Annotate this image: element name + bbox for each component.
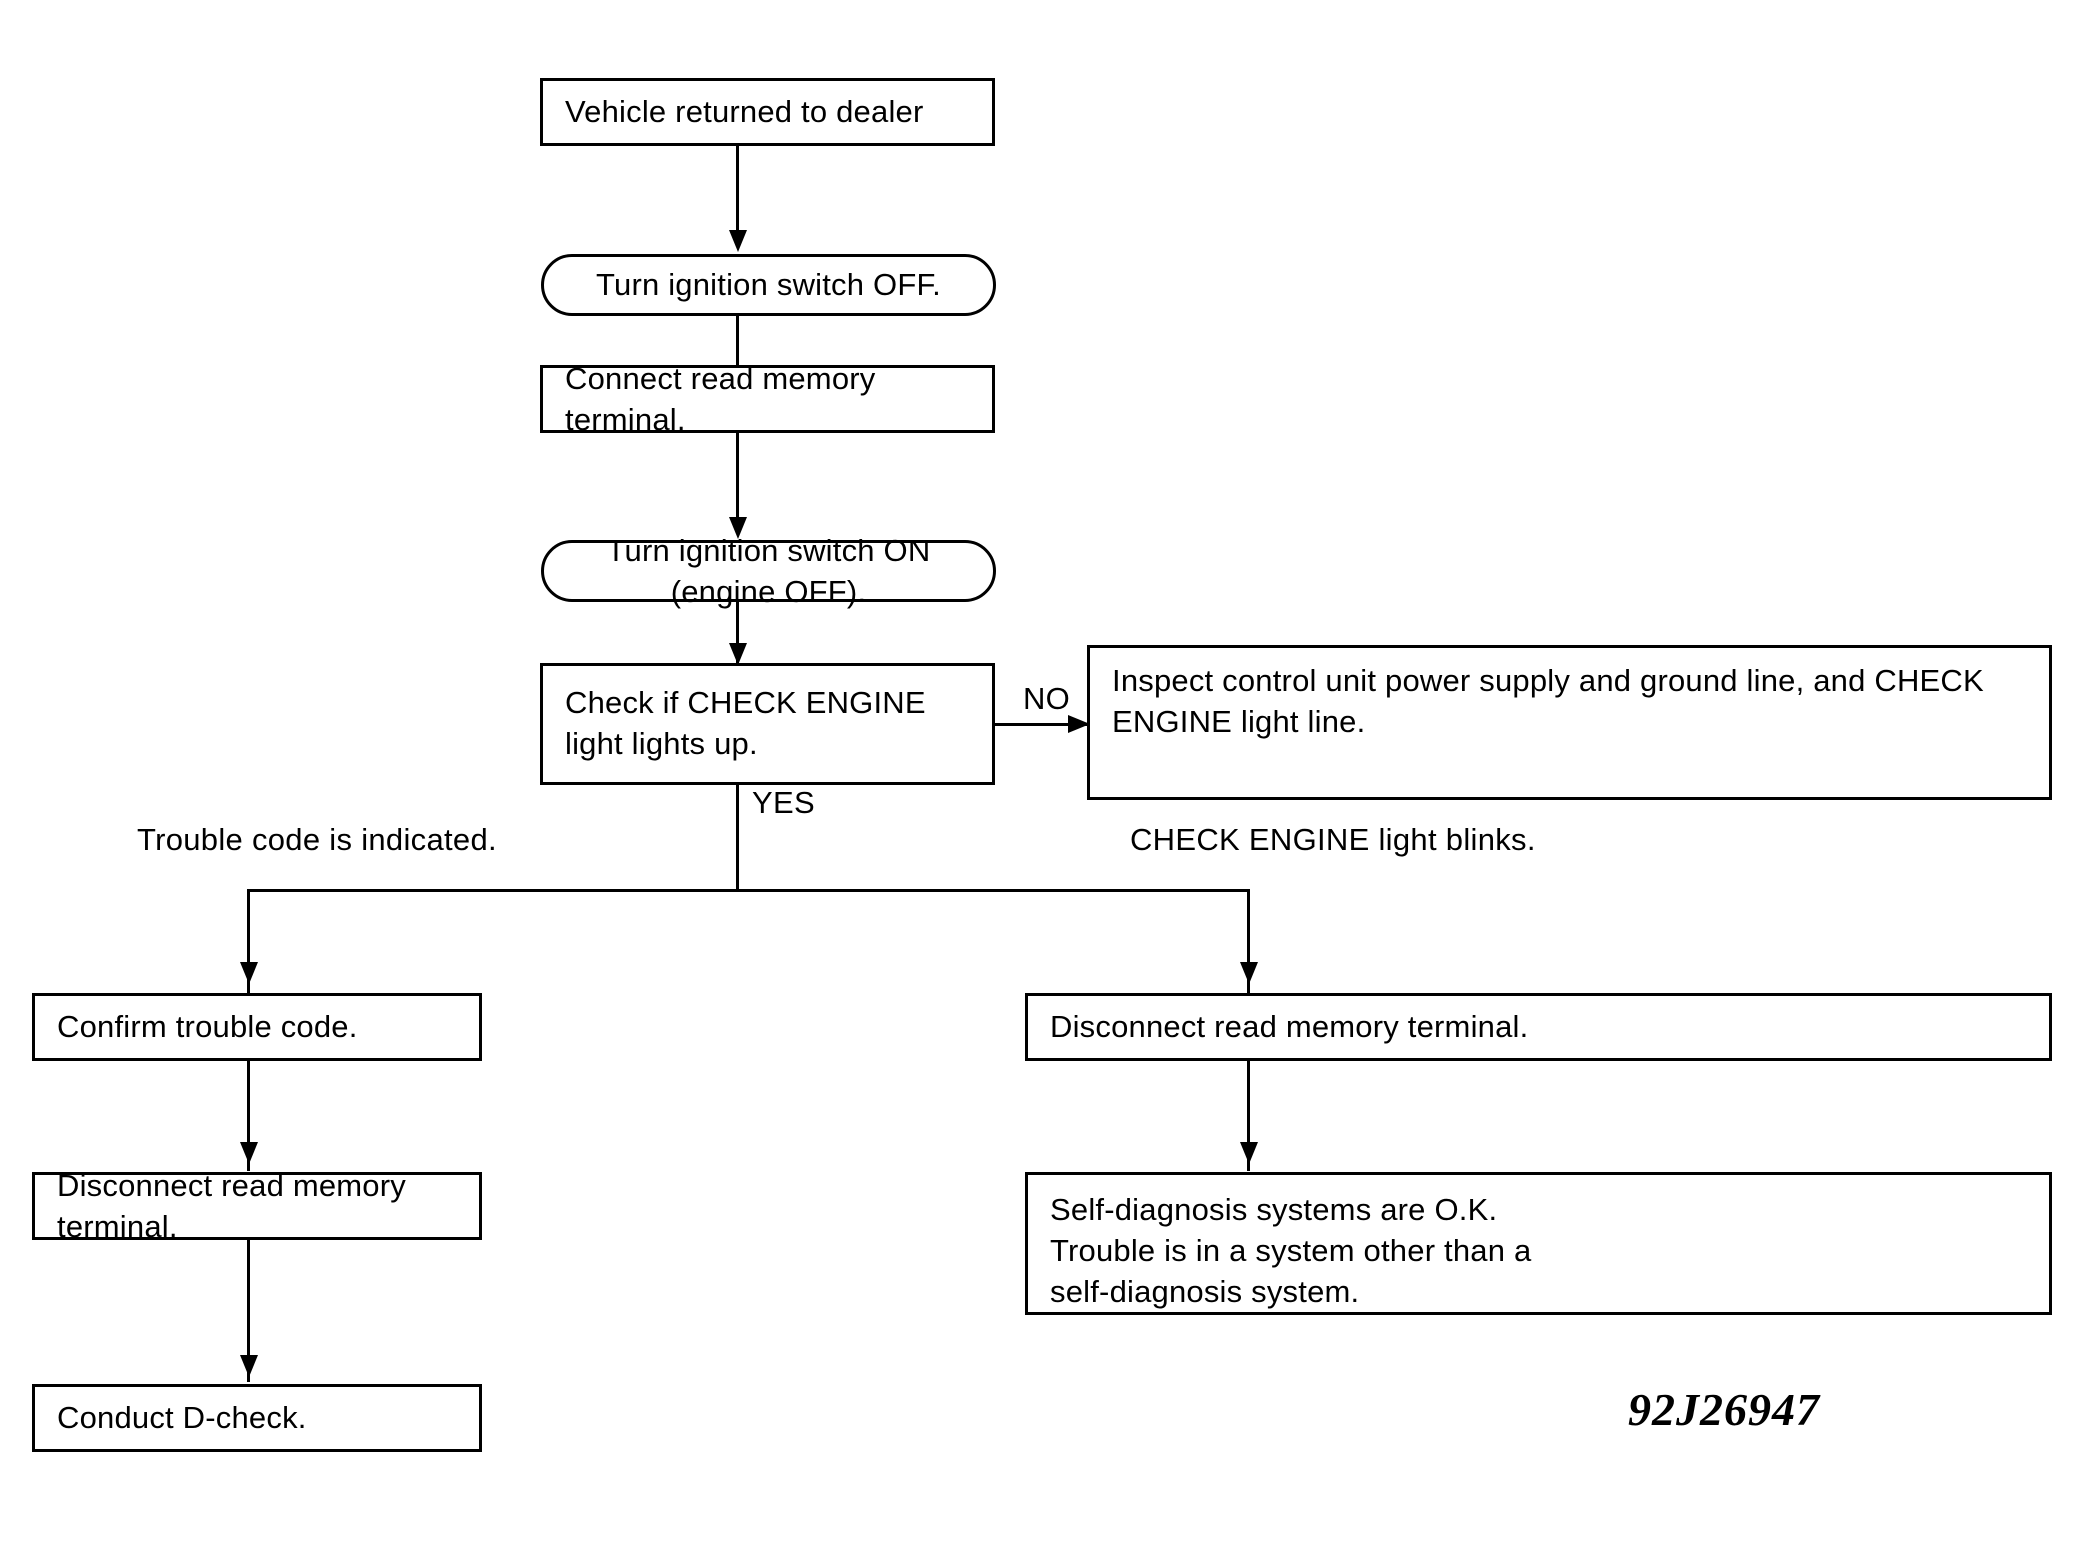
node-inspect-power: Inspect control unit power supply and gr…	[1087, 645, 2052, 800]
connector-1-line	[736, 146, 739, 242]
node-ignition-on: Turn ignition switch ON (engine OFF).	[541, 533, 996, 609]
right-branch-arrow	[1240, 962, 1258, 984]
edge-label-trouble-code: Trouble code is indicated.	[137, 822, 497, 857]
figure-id: 92J26947	[1628, 1384, 1820, 1435]
split-bus-line	[247, 889, 1250, 892]
node-connect-terminal: Connect read memory terminal.	[540, 361, 995, 437]
connector-left-1-line	[247, 1061, 250, 1171]
connector-right-1-line	[1247, 1061, 1250, 1171]
node-disconnect-right: Disconnect read memory terminal.	[1025, 993, 2052, 1061]
node-vehicle-returned: Vehicle returned to dealer	[540, 78, 995, 146]
node-connect-terminal-label: Connect read memory terminal.	[565, 360, 876, 437]
connector-left-2-arrow	[240, 1355, 258, 1377]
edge-label-light-blinks: CHECK ENGINE light blinks.	[1130, 822, 1536, 857]
connector-1-arrow	[729, 230, 747, 252]
node-ignition-off: Turn ignition switch OFF.	[541, 254, 996, 316]
left-branch-arrow	[240, 962, 258, 984]
connector-left-1-arrow	[240, 1142, 258, 1164]
node-disconnect-right-label: Disconnect read memory terminal.	[1050, 1009, 1529, 1045]
connector-4-line	[736, 602, 739, 675]
node-confirm-code-label: Confirm trouble code.	[57, 1009, 358, 1045]
connector-3-line	[736, 433, 739, 529]
node-confirm-code: Confirm trouble code.	[32, 993, 482, 1061]
connector-3-arrow	[729, 517, 747, 539]
edge-label-no: NO	[1023, 681, 1071, 716]
node-disconnect-left: Disconnect read memory terminal.	[32, 1168, 482, 1244]
node-conduct-dcheck: Conduct D-check.	[32, 1384, 482, 1452]
connector-right-1-arrow	[1240, 1142, 1258, 1164]
left-branch-drop-line	[247, 889, 250, 994]
node-check-light: Check if CHECK ENGINE light lights up.	[540, 663, 995, 785]
node-ignition-off-label: Turn ignition switch OFF.	[596, 267, 941, 303]
right-branch-drop-line	[1247, 889, 1250, 994]
edge-label-yes: YES	[752, 785, 815, 820]
node-conduct-dcheck-label: Conduct D-check.	[57, 1400, 307, 1436]
node-vehicle-returned-label: Vehicle returned to dealer	[565, 94, 924, 130]
no-branch-line	[995, 723, 1090, 726]
node-inspect-power-label: Inspect control unit power supply and gr…	[1112, 663, 1984, 740]
node-self-diagnosis-ok: Self-diagnosis systems are O.K. Trouble …	[1025, 1172, 2052, 1315]
no-branch-arrow	[1068, 715, 1090, 733]
yes-branch-line	[736, 785, 739, 892]
connector-left-2-line	[247, 1240, 250, 1382]
node-check-light-label: Check if CHECK ENGINE light lights up.	[565, 685, 926, 762]
node-disconnect-left-label: Disconnect read memory terminal.	[57, 1167, 406, 1244]
connector-2-line	[736, 316, 739, 409]
node-ignition-on-label: Turn ignition switch ON (engine OFF).	[606, 532, 931, 609]
node-self-diagnosis-ok-label: Self-diagnosis systems are O.K. Trouble …	[1050, 1192, 1532, 1310]
connector-4-arrow	[729, 643, 747, 665]
